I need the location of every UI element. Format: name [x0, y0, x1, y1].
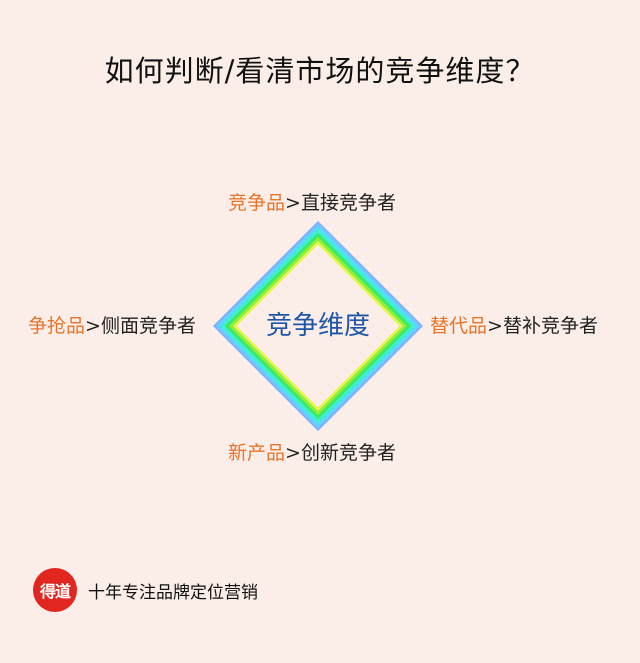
node-arrow: >: [285, 192, 301, 214]
node-arrow: >: [85, 315, 101, 337]
competition-diamond: [212, 220, 424, 432]
node-desc: 直接竞争者: [300, 192, 396, 214]
node-desc: 替补竞争者: [502, 315, 598, 337]
node-new-product: 新产品>创新竞争者: [228, 441, 396, 465]
brand-seal-logo: 得道: [33, 568, 77, 612]
page-title: 如何判断/看清市场的竞争维度？: [104, 54, 536, 88]
node-key: 竞争品: [228, 192, 286, 214]
node-key: 争抢品: [28, 315, 86, 337]
node-competing-product: 竞争品>直接竞争者: [228, 191, 396, 215]
node-substitute-product: 替代品>替补竞争者: [430, 314, 598, 338]
node-desc: 侧面竞争者: [100, 315, 196, 337]
brand-slogan: 十年专注品牌定位营销: [88, 582, 258, 603]
node-arrow: >: [487, 315, 503, 337]
center-label: 竞争维度: [265, 311, 370, 341]
diamond-graphic: [212, 220, 424, 432]
node-arrow: >: [285, 442, 301, 464]
node-desc: 创新竞争者: [300, 442, 396, 464]
brand-footer: 得道 十年专注品牌定位营销: [33, 568, 258, 612]
node-contested-product: 争抢品>侧面竞争者: [28, 314, 196, 338]
node-key: 新产品: [228, 442, 286, 464]
node-key: 替代品: [430, 315, 488, 337]
